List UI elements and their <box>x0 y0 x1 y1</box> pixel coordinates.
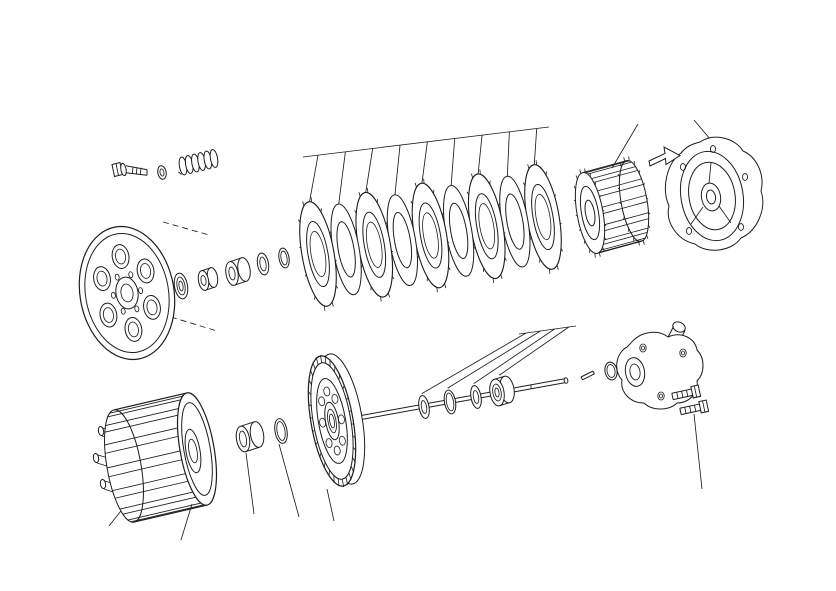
cover-bolt-hole <box>709 145 717 153</box>
clutch-spring <box>178 149 219 176</box>
hub-front-face <box>574 172 606 254</box>
bolt-thread <box>681 391 684 398</box>
bolt-thread <box>694 405 697 412</box>
bolt-thread <box>689 406 692 413</box>
basket-inner-hub <box>184 428 202 474</box>
gear-leader-line <box>326 488 335 522</box>
release-housing <box>616 321 704 410</box>
shaft-tip <box>563 377 569 384</box>
gear-web <box>316 378 348 464</box>
hub-leader-line <box>611 123 639 169</box>
upper-clutch-assembly <box>78 136 764 361</box>
dowel-pin <box>580 370 595 381</box>
pushrod-shaft <box>349 377 569 422</box>
lower-primary-assembly <box>92 321 710 523</box>
axis-dash-lower <box>170 316 218 332</box>
basket-peg <box>99 478 107 490</box>
spring-retainer-bolt <box>111 161 148 178</box>
primary-driven-gear <box>307 353 366 488</box>
circlip <box>443 389 460 415</box>
housing-bolt <box>679 399 710 416</box>
hub-slot-ribs <box>585 160 649 253</box>
plate-stack-bracket-line <box>302 126 550 158</box>
assembly-direction-arrow-icon <box>648 146 681 167</box>
thrust-washer <box>470 385 482 409</box>
clutch-basket <box>92 392 218 523</box>
pressure-plate-spring-holes <box>93 244 161 342</box>
cover-hub <box>700 182 722 212</box>
basket-closed-end <box>104 409 144 523</box>
shim-ring <box>256 252 270 276</box>
housing-bolt-hole <box>657 391 665 401</box>
seal-ring <box>604 361 618 381</box>
bolts-leader-line <box>693 413 703 490</box>
pressure-plate <box>78 225 176 361</box>
spring-washer <box>157 165 167 180</box>
basket-peg <box>97 425 105 437</box>
basket-peg <box>92 452 100 464</box>
spacer-bushing <box>225 257 251 286</box>
basket-rim-leader-line <box>180 503 193 541</box>
clutch-cover <box>665 136 764 251</box>
hub-spline-bore <box>584 199 596 227</box>
axis-dash-upper <box>162 221 210 236</box>
spacer-sleeve <box>235 421 265 453</box>
release-bearing <box>173 272 189 300</box>
bolt-thread <box>139 167 142 175</box>
shaft-parts-bracket-line <box>518 325 577 335</box>
housing-bolt <box>671 384 702 401</box>
gear-teeth <box>307 354 357 488</box>
spacer-leader-line <box>245 452 255 515</box>
ball-bearing <box>489 375 515 407</box>
snap-ring <box>278 247 290 269</box>
housing-tube-cap <box>672 321 686 333</box>
circlip-gap <box>454 392 460 398</box>
pressure-plate-center <box>115 276 139 310</box>
gear-bore <box>329 413 335 429</box>
bolt-thread <box>676 392 679 399</box>
cover-bolt-hole <box>685 227 693 235</box>
callout-leader-lines <box>108 119 717 541</box>
pushrod-cap <box>197 267 219 291</box>
assembly-axis-dashes <box>162 221 218 332</box>
oring-leader-line <box>278 443 300 518</box>
housing-boss <box>624 357 646 387</box>
basket-finger-slots <box>104 395 204 523</box>
housing-bolt-hole <box>639 343 647 353</box>
cover-bolt-hole <box>737 223 745 231</box>
clutch-plate-stack <box>297 160 564 311</box>
thrust-washer <box>418 395 430 419</box>
o-ring <box>274 418 288 444</box>
clutch-drum-hub <box>573 156 651 258</box>
cover-bolt-hole <box>741 173 749 181</box>
cover-bolt-hole <box>679 163 687 171</box>
bolt-thread <box>684 407 687 414</box>
bolt-thread <box>131 166 134 174</box>
bolt-thread <box>135 167 138 174</box>
bolt-thread <box>686 390 689 397</box>
housing-bolt-hole <box>679 348 687 358</box>
